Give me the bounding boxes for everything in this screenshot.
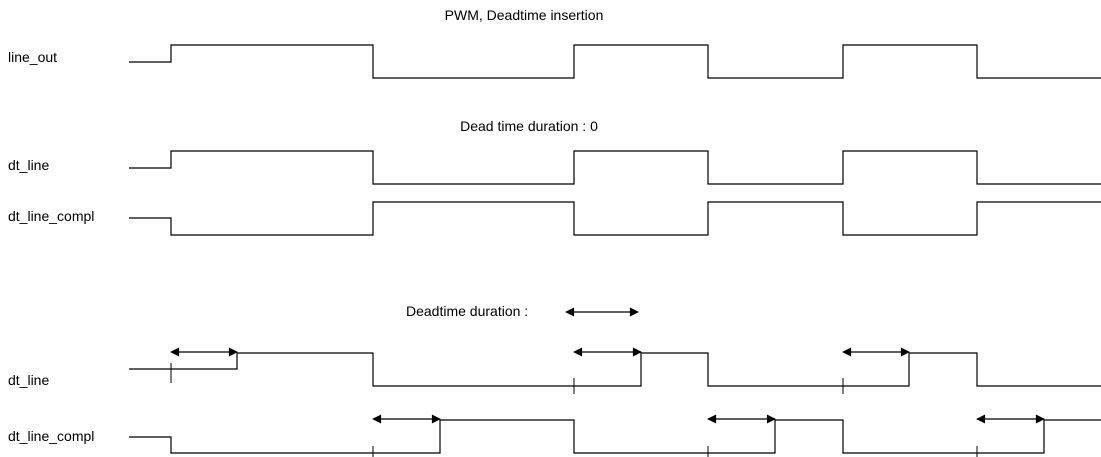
waveform-line-out [129,44,1101,79]
signal-label-dt-line-delayed: dt_line [8,372,49,388]
signal-label-dt-line-compl: dt_line_compl [8,208,94,224]
caption-no-deadtime: Dead time duration : 0 [460,118,598,134]
waveform-dt-line [129,150,1101,185]
waveform-dt-line-compl-delayed [129,419,1101,454]
waveform-dt-line-delayed [129,352,1101,387]
signal-label-line-out: line_out [8,49,57,65]
caption-deadtime: Deadtime duration : [406,303,528,319]
diagram-title: PWM, Deadtime insertion [445,7,604,23]
waveform-dt-line-compl [129,201,1101,236]
signal-label-dt-line: dt_line [8,157,49,173]
signal-label-dt-line-compl-delayed: dt_line_compl [8,428,94,444]
